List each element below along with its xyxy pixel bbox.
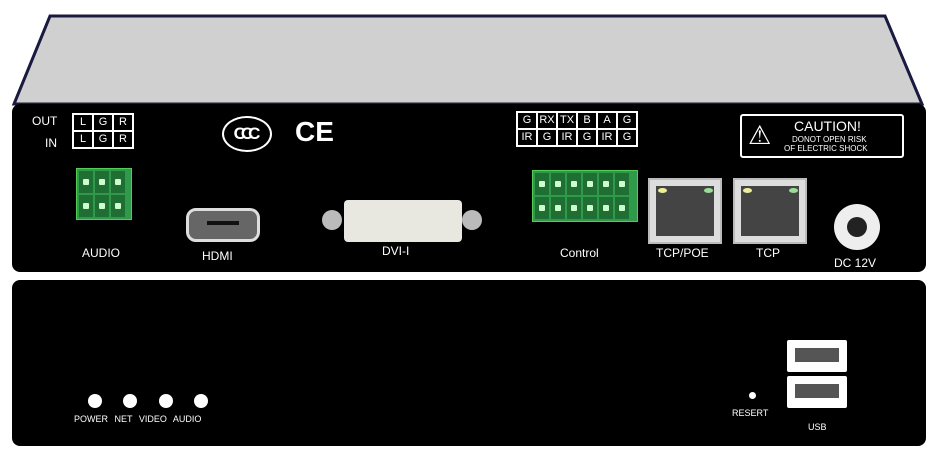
tcp-port[interactable] xyxy=(733,178,807,244)
audio-out-label: OUT xyxy=(32,114,58,128)
pin-label: RX xyxy=(537,112,557,129)
tcp-poe-port[interactable] xyxy=(648,178,722,244)
hdmi-port[interactable] xyxy=(186,208,260,242)
dvi-port[interactable] xyxy=(322,200,482,242)
device-top-cover xyxy=(11,14,925,106)
dvi-label: DVI-I xyxy=(382,244,410,258)
video-led xyxy=(159,394,173,408)
audio-terminal-block[interactable] xyxy=(76,168,132,220)
pin-label: G xyxy=(577,129,597,146)
pin-label: L xyxy=(73,114,93,131)
pin-label: R xyxy=(113,131,133,148)
caution-title: CAUTION! xyxy=(794,118,861,134)
pin-label: G xyxy=(537,129,557,146)
control-terminal-block[interactable] xyxy=(532,170,638,222)
audio-in-label: IN xyxy=(45,136,57,150)
dc-label: DC 12V xyxy=(834,256,877,270)
tcp-poe-label: TCP/POE xyxy=(656,246,709,260)
pin-label: B xyxy=(577,112,597,129)
video-label: VIDEO xyxy=(138,414,167,424)
usb-port-top[interactable] xyxy=(787,340,847,372)
hdmi-label: HDMI xyxy=(202,249,233,263)
usb-port-bottom[interactable] xyxy=(787,376,847,408)
pin-label: G xyxy=(617,112,637,129)
audio-led xyxy=(194,394,208,408)
dc-power-jack[interactable] xyxy=(834,204,880,250)
pin-label: L xyxy=(73,131,93,148)
power-led xyxy=(88,394,102,408)
front-panel: POWER NET VIDEO AUDIO RESERT USB xyxy=(12,280,926,446)
caution-label: ⚠ CAUTION! DONOT OPEN RISK OF ELECTRIC S… xyxy=(740,114,904,158)
ccc-logo: CCC xyxy=(222,116,272,152)
pin-label: TX xyxy=(557,112,577,129)
pin-label: G xyxy=(93,131,113,148)
caution-line2: OF ELECTRIC SHOCK xyxy=(784,144,868,153)
net-led xyxy=(123,394,137,408)
net-label: NET xyxy=(114,414,133,424)
pin-label: G xyxy=(93,114,113,131)
power-label: POWER xyxy=(74,414,109,424)
usb-label: USB xyxy=(808,422,827,432)
tcp-label: TCP xyxy=(756,246,780,260)
pin-label: R xyxy=(113,114,133,131)
pin-label: A xyxy=(597,112,617,129)
pin-label: IR xyxy=(557,129,577,146)
reset-label: RESERT xyxy=(732,408,769,418)
audio-label: AUDIO xyxy=(172,414,202,424)
control-label: Control xyxy=(560,246,599,260)
led-labels: POWER NET VIDEO AUDIO xyxy=(74,414,201,424)
pin-label: IR xyxy=(597,129,617,146)
pin-label: IR xyxy=(517,129,537,146)
pin-label: G xyxy=(517,112,537,129)
warning-icon: ⚠ xyxy=(748,120,772,150)
reset-button[interactable] xyxy=(749,392,756,399)
ce-logo: CE xyxy=(295,116,334,147)
audio-label: AUDIO xyxy=(82,246,121,260)
pin-label: G xyxy=(617,129,637,146)
ccc-logo-text: CCC xyxy=(233,124,261,143)
caution-line1: DONOT OPEN RISK xyxy=(792,135,867,144)
